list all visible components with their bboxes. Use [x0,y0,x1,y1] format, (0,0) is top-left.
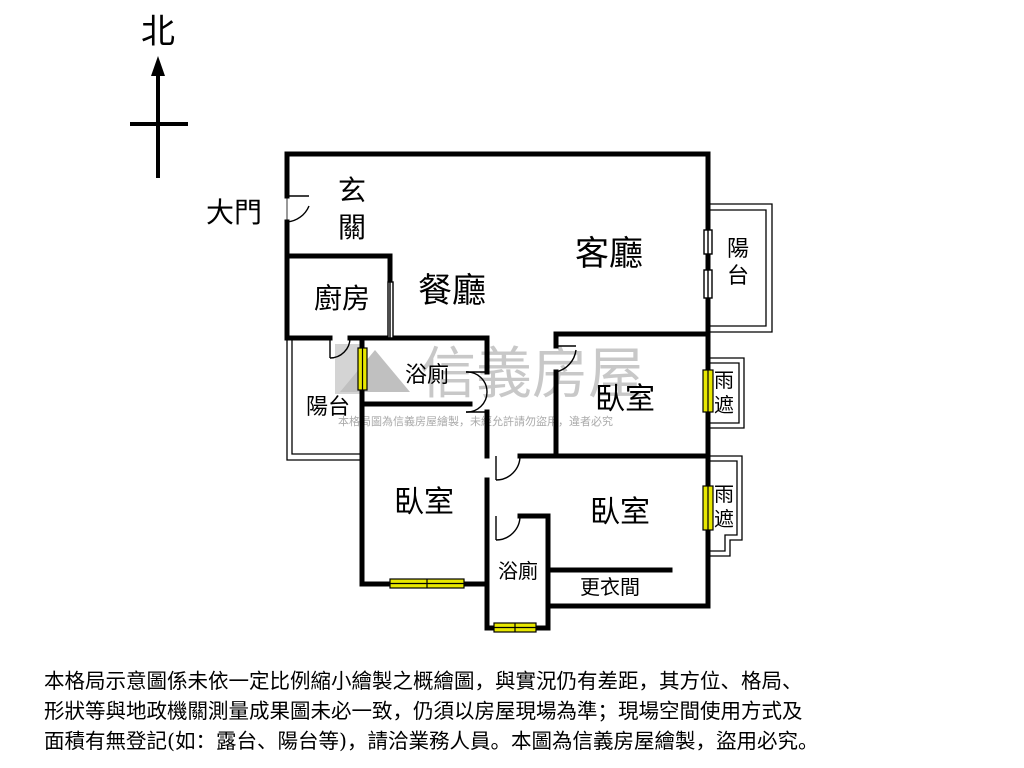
north-compass: 北 [130,12,188,178]
living-room-label: 客廳 [575,234,643,274]
awning-1-label-1: 雨 [714,368,734,392]
awning-1-label-2: 遮 [714,393,734,417]
west-balcony-label: 陽台 [306,395,350,420]
foyer-label-1: 玄 [338,174,366,207]
awning-2 [708,455,743,557]
bedroom-se-label: 臥室 [590,495,650,530]
balcony-west [286,338,362,461]
bedroom-ne-door-icon [555,345,577,373]
kitchen-label: 廚房 [314,282,370,315]
awning-1 [708,357,745,429]
walk-in-closet-label: 更衣間 [580,575,640,599]
bedroom-se-door-icon [495,455,521,481]
east-balcony-door-icon [703,229,713,299]
disclaimer: 本格局示意圖係未依一定比例縮小繪製之概繪圖，與實況仍有差距，其方位、格局、 形狀… [44,666,994,756]
entrance-door-icon [286,195,310,223]
doors [286,195,713,541]
disclaimer-line-2: 形狀等與地政機關測量成果圖未必一致，仍須以房屋現場為準；現場空間使用方式及 [44,699,803,723]
bedroom-sw-label: 臥室 [394,485,454,520]
kitchen-sliding-door-icon [387,281,394,339]
bathroom-2-label: 浴廁 [498,559,538,583]
awning-2-label-1: 雨 [714,482,734,506]
balcony-east [708,203,773,333]
watermark-notice: 本格局圖為信義房屋繪製，未經允許請勿盜用，違者必究 [338,414,613,428]
bathroom-2-door-icon [495,515,521,541]
bedroom-ne-label: 臥室 [595,382,655,417]
bathroom-1-label: 浴廁 [405,363,449,388]
entrance-door-label: 大門 [206,196,262,229]
north-label: 北 [141,12,175,52]
watermark: 信義房屋 本格局圖為信義房屋繪製，未經允許請勿盜用，違者必究 [335,342,644,428]
windows [357,347,714,633]
foyer-label-2: 關 [338,211,366,244]
north-arrow-icon [151,56,165,76]
west-balcony-door-icon [329,337,351,359]
bathroom-1-door-icon [465,371,488,413]
east-balcony-label-2: 台 [727,264,749,289]
disclaimer-line-3: 面積有無登記(如：露台、陽台等)，請洽業務人員。本圖為信義房屋繪製，盜用必究。 [44,729,819,753]
watermark-brand: 信義房屋 [420,342,644,407]
east-balcony-label-1: 陽 [727,237,749,262]
floor-plan: 北 信義房屋 本格局圖為信義房屋繪製，未經允許請勿盜用，違者必究 [130,12,773,633]
disclaimer-line-1: 本格局示意圖係未依一定比例縮小繪製之概繪圖，與實況仍有差距，其方位、格局、 [44,669,803,693]
dining-room-label: 餐廳 [418,271,486,311]
awning-2-label-2: 遮 [714,507,734,531]
